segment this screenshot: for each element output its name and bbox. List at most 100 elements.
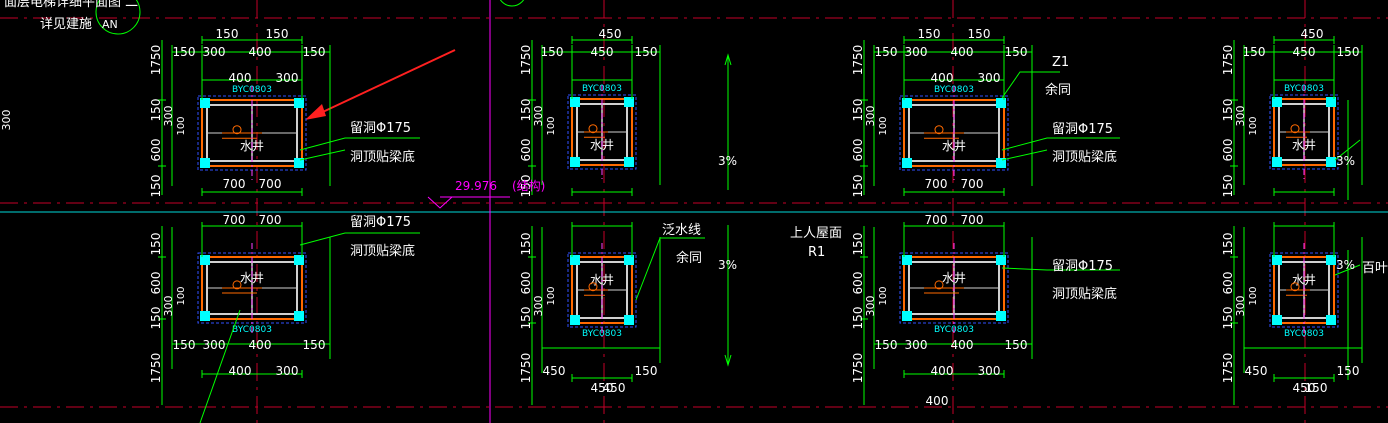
dim-label: 150	[266, 27, 289, 41]
dim-label: 400	[249, 45, 272, 59]
bottom-dim-150: 150	[1305, 381, 1328, 395]
column-block	[294, 158, 304, 168]
dim-label-vertical: 600	[149, 272, 163, 295]
dim-label: 400	[951, 338, 974, 352]
dim-label-vertical: 150	[851, 307, 865, 330]
slope-arrows	[724, 53, 1349, 380]
dim-label-vertical: 150	[1221, 99, 1235, 122]
beam-note-2: 洞顶贴梁底	[350, 243, 415, 259]
dim-label: 400	[931, 71, 954, 85]
dim-label-vertical: 300	[162, 106, 175, 127]
dim-label: 400	[931, 364, 954, 378]
dim-label: 400	[229, 364, 252, 378]
column-block	[996, 311, 1006, 321]
column-block	[570, 157, 580, 167]
dim-label: 300	[905, 338, 928, 352]
dim-label-vertical: 300	[532, 106, 545, 127]
grid-bubble-left	[95, 0, 141, 35]
dim-label: 400	[249, 338, 272, 352]
dim-label-vertical: 1750	[149, 45, 163, 76]
dim-label: 150	[303, 45, 326, 59]
dim-label: 150	[875, 338, 898, 352]
dim-label: 300	[203, 338, 226, 352]
dim-label-vertical: 600	[149, 139, 163, 162]
dim-label: 150	[635, 45, 658, 59]
column-block	[294, 98, 304, 108]
dim-label-vertical: 600	[1221, 272, 1235, 295]
flashing-note: 泛水线	[662, 223, 701, 238]
dim-label: 300	[978, 364, 1001, 378]
column-block	[200, 158, 210, 168]
leader-right-bottom	[1334, 264, 1361, 276]
louver-note: 百叶	[1362, 261, 1388, 276]
dim-label: 700	[259, 213, 282, 227]
dim-label-vertical: 150	[149, 175, 163, 198]
dim-label: 450	[599, 27, 622, 41]
column-block	[1326, 97, 1336, 107]
column-block	[294, 311, 304, 321]
column-block	[1326, 315, 1336, 325]
leader-hole-1b	[299, 149, 346, 161]
edge-dim-left: 300	[0, 110, 13, 131]
dim-label: 700	[925, 213, 948, 227]
dim-label-vertical: 100	[1248, 116, 1259, 135]
column-block	[624, 157, 634, 167]
dim-label-vertical: 1750	[149, 353, 163, 384]
shaft-label: 水井	[942, 271, 966, 285]
dim-label: 150	[1005, 45, 1028, 59]
column-block	[570, 97, 580, 107]
box-label: BYC0803	[582, 329, 622, 339]
slope-label-2: 3%	[718, 258, 737, 272]
column-block	[200, 311, 210, 321]
dim-label: 450	[1293, 381, 1316, 395]
box-label: BYC0803	[1284, 329, 1324, 339]
column-block	[902, 158, 912, 168]
pipe-symbol	[232, 125, 242, 135]
column-block	[902, 255, 912, 265]
slope-label-3: 3%	[1336, 154, 1355, 168]
leader-hole-3b	[1001, 149, 1048, 161]
bottom-dim-450: 450	[603, 381, 626, 395]
column-block	[1326, 255, 1336, 265]
leader-right-top	[1334, 139, 1361, 161]
dim-label: 150	[1337, 45, 1360, 59]
dim-label-vertical: 300	[1234, 296, 1247, 317]
dim-label-vertical: 1750	[1221, 353, 1235, 384]
shaft-label: 水井	[240, 271, 264, 285]
dim-label: 300	[203, 45, 226, 59]
dim-label-vertical: 600	[519, 272, 533, 295]
dim-label-vertical: 150	[851, 175, 865, 198]
dim-label: 150	[1243, 45, 1266, 59]
dim-label-vertical: 600	[851, 139, 865, 162]
slope-label-1: 3%	[718, 154, 737, 168]
dim-label: 700	[961, 177, 984, 191]
same-note-flashing: 余同	[676, 250, 702, 266]
roof-note: 上人屋面	[790, 226, 842, 241]
dim-label: 150	[216, 27, 239, 41]
dim-label: 450	[1301, 27, 1324, 41]
dim-label-vertical: 1750	[851, 353, 865, 384]
hole-note-3: 留洞Φ175	[1052, 122, 1113, 137]
column-block	[1272, 255, 1282, 265]
beam-note-4: 洞顶贴梁底	[1052, 286, 1117, 302]
grid-bubble-mid	[499, 0, 525, 7]
elevation-value: 29.976	[455, 179, 497, 193]
drawing-title: 面层电梯详细平面图 二	[4, 0, 138, 10]
column-block	[1272, 315, 1282, 325]
dim-label-vertical: 1750	[1221, 45, 1235, 76]
dim-label: 150	[1337, 364, 1360, 378]
column-block	[570, 255, 580, 265]
red-arrow	[305, 49, 456, 120]
dim-label: 450	[543, 364, 566, 378]
dim-label: 450	[1293, 45, 1316, 59]
column-block	[570, 315, 580, 325]
dim-label: 150	[635, 364, 658, 378]
